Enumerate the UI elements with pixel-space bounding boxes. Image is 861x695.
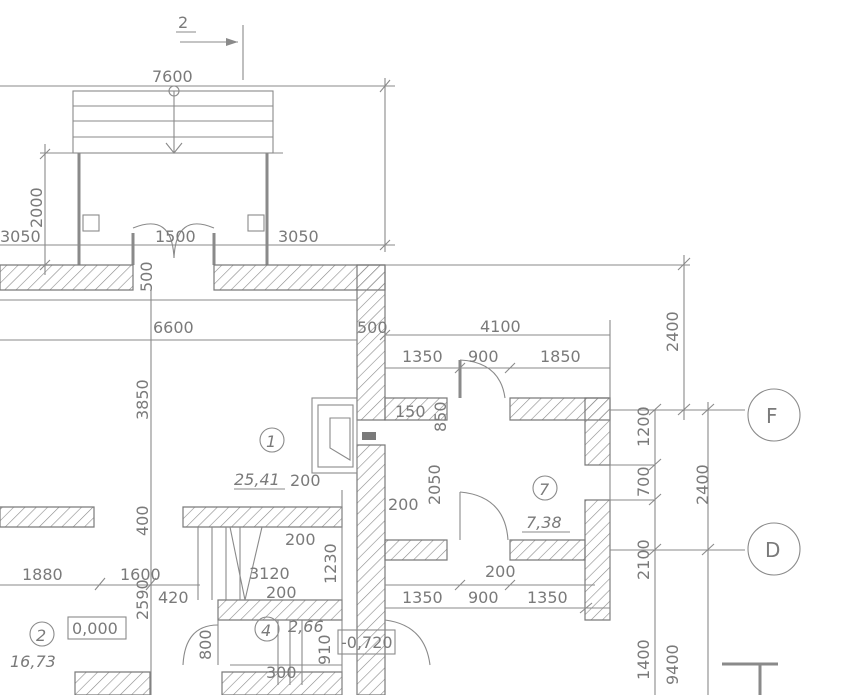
dim-900-mid: 900 (468, 588, 499, 607)
chimney (311, 397, 376, 474)
room-2-number: 2 (36, 626, 46, 645)
dim-2590: 2590 (133, 579, 152, 620)
dim-1230: 1230 (321, 543, 340, 584)
axis-d-label: D (765, 538, 780, 562)
dim-850: 850 (431, 401, 450, 432)
dim-1350-mid: 1350 (402, 588, 443, 607)
dim-2100: 2100 (634, 539, 653, 580)
room-4-number: 4 (261, 621, 271, 640)
room-4-area: 2,66 (288, 617, 324, 636)
dim-1200: 1200 (634, 406, 653, 447)
room-7-number: 7 (539, 480, 550, 499)
dim-2400-mid: 2400 (693, 464, 712, 505)
interior-lines (0, 255, 745, 695)
interior-stairs (197, 526, 303, 685)
dim-1400: 1400 (634, 639, 653, 680)
axis-markers (722, 388, 801, 695)
dim-800: 800 (196, 629, 215, 660)
axis-f-label: F (766, 404, 778, 428)
dim-700: 700 (634, 466, 653, 497)
dim-4100: 4100 (480, 317, 521, 336)
dim-900-top: 900 (468, 347, 499, 366)
dim-7600: 7600 (152, 67, 193, 86)
dim-2000: 2000 (27, 187, 46, 228)
room-2-area: 16,73 (10, 652, 56, 671)
room-1-number: 1 (266, 432, 276, 451)
dim-200-b: 200 (388, 495, 419, 514)
dim-1880: 1880 (22, 565, 63, 584)
door-swings (182, 359, 509, 666)
dim-200-d: 200 (485, 562, 516, 581)
dim-2400-top: 2400 (663, 311, 682, 352)
dim-1850: 1850 (540, 347, 581, 366)
dim-1350-right: 1350 (527, 588, 568, 607)
dim-200-a: 200 (290, 471, 321, 490)
dimension-ticks (39, 79, 715, 614)
level-0: 0,000 (72, 619, 118, 638)
dim-6600: 6600 (153, 318, 194, 337)
dim-400: 400 (133, 505, 152, 536)
section-mark: 2 (176, 13, 244, 80)
dim-9400: 9400 (663, 644, 682, 685)
dim-910: 910 (315, 634, 334, 665)
dim-1600: 1600 (120, 565, 161, 584)
dim-3050-left: 3050 (0, 227, 41, 246)
dim-2050: 2050 (425, 464, 444, 505)
dim-3850: 3850 (133, 379, 152, 420)
dim-500h: 500 (357, 318, 388, 337)
room-7-area: 7,38 (526, 513, 562, 532)
dim-300: 300 (266, 663, 297, 682)
entrance-door (0, 223, 395, 265)
room-circles (29, 427, 570, 655)
dim-150: 150 (395, 402, 426, 421)
level-720: -0,720 (341, 633, 393, 652)
section-mark-label: 2 (178, 13, 188, 32)
dim-3050-right: 3050 (278, 227, 319, 246)
dim-420: 420 (158, 588, 189, 607)
room-1-area: 25,41 (234, 470, 280, 489)
dim-3120: 3120 (249, 564, 290, 583)
dim-200-c: 200 (285, 530, 316, 549)
dim-1350-top: 1350 (402, 347, 443, 366)
dim-200-e: 200 (266, 583, 297, 602)
dim-500v: 500 (137, 261, 156, 292)
walls (0, 264, 611, 695)
dim-1500: 1500 (155, 227, 196, 246)
porch-stairs (0, 78, 395, 275)
